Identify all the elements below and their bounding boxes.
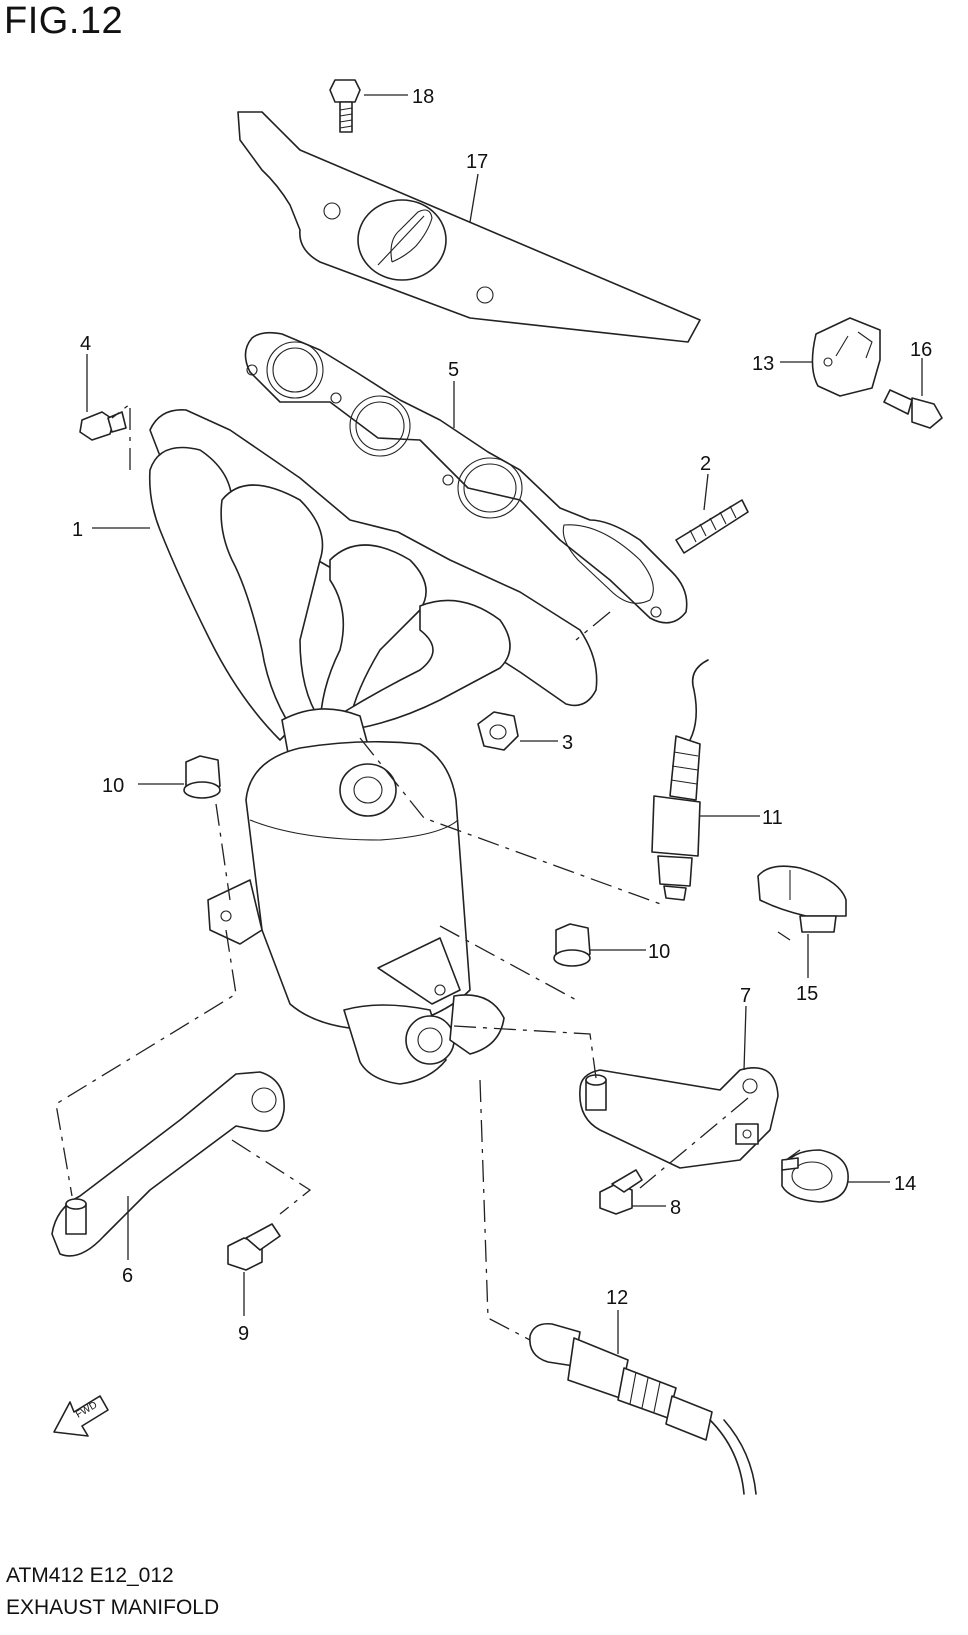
callout-8[interactable]: 8 bbox=[670, 1197, 681, 1219]
callout-14[interactable]: 14 bbox=[894, 1173, 916, 1195]
callout-6[interactable]: 6 bbox=[122, 1265, 133, 1287]
part-15-clip[interactable] bbox=[757, 865, 847, 933]
callout-4[interactable]: 4 bbox=[80, 333, 91, 355]
callout-3[interactable]: 3 bbox=[562, 732, 573, 754]
part-11-oxygen-sensor-upper[interactable] bbox=[651, 659, 709, 901]
part-14-clamp[interactable] bbox=[781, 1149, 849, 1203]
callout-5[interactable]: 5 bbox=[448, 359, 459, 381]
figure-title: FIG.12 bbox=[4, 0, 124, 42]
alignment-lines bbox=[55, 402, 801, 1341]
part-10-nut-lower[interactable] bbox=[553, 923, 591, 967]
callout-7[interactable]: 7 bbox=[740, 985, 751, 1007]
fwd-arrow-icon: FWD bbox=[53, 1395, 109, 1437]
part-13-bracket[interactable] bbox=[811, 317, 881, 397]
part-1-exhaust-manifold[interactable] bbox=[148, 409, 598, 1085]
callout-18[interactable]: 18 bbox=[412, 86, 434, 108]
callout-11[interactable]: 11 bbox=[762, 807, 783, 829]
callout-10-lower[interactable]: 10 bbox=[648, 941, 670, 963]
figure-code: ATM412 E12_012 bbox=[6, 1564, 174, 1587]
callout-16[interactable]: 16 bbox=[910, 339, 932, 361]
part-3-nut[interactable] bbox=[477, 711, 519, 751]
callout-1[interactable]: 1 bbox=[72, 519, 83, 541]
figure-name: EXHAUST MANIFOLD bbox=[6, 1596, 220, 1619]
part-4-bolt[interactable] bbox=[79, 411, 127, 441]
part-17-heat-shield[interactable] bbox=[237, 111, 701, 343]
part-6-support-bracket[interactable] bbox=[51, 1071, 285, 1257]
part-16-bolt[interactable] bbox=[883, 389, 943, 429]
part-7-bracket[interactable] bbox=[579, 1067, 779, 1169]
callout-15[interactable]: 15 bbox=[796, 983, 818, 1005]
leader-lines bbox=[86, 94, 923, 1354]
part-2-stud[interactable] bbox=[675, 499, 749, 554]
callout-13[interactable]: 13 bbox=[752, 353, 774, 375]
callout-2[interactable]: 2 bbox=[700, 453, 711, 475]
part-12-oxygen-sensor-lower[interactable] bbox=[529, 1322, 757, 1495]
callout-12[interactable]: 12 bbox=[606, 1287, 628, 1309]
callout-numbers: 18 17 5 4 2 13 16 1 3 10 11 10 15 7 8 14… bbox=[72, 86, 932, 1345]
part-9-bolt[interactable] bbox=[227, 1223, 281, 1271]
part-8-bolt[interactable] bbox=[599, 1169, 643, 1215]
part-10-nut-upper[interactable] bbox=[183, 755, 221, 799]
part-18-bolt[interactable] bbox=[329, 79, 361, 133]
callout-9[interactable]: 9 bbox=[238, 1323, 249, 1345]
callout-17[interactable]: 17 bbox=[466, 151, 488, 173]
callout-10-upper[interactable]: 10 bbox=[102, 775, 124, 797]
part-5-gasket[interactable] bbox=[244, 331, 688, 624]
